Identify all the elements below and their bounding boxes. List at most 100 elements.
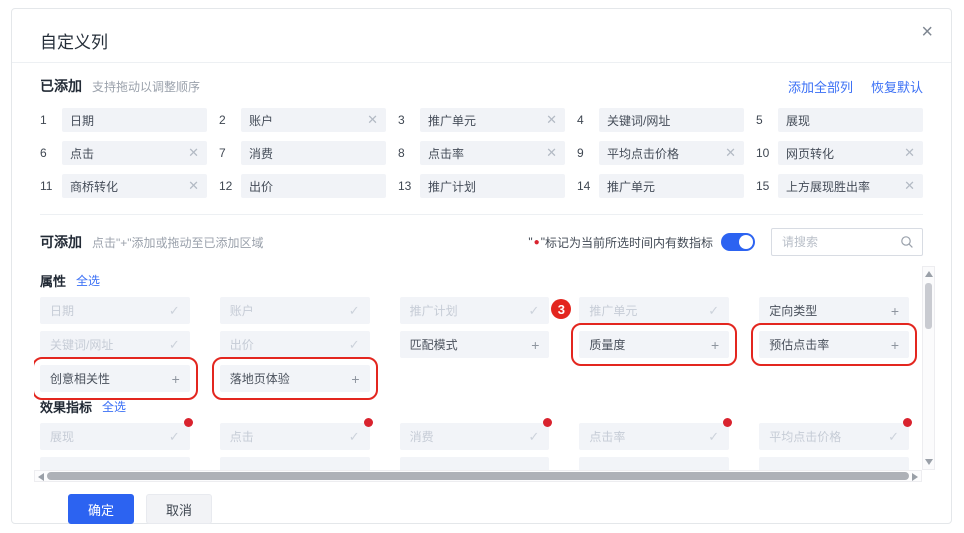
remove-icon[interactable]: ✕ <box>188 145 199 160</box>
close-icon[interactable]: × <box>921 21 933 43</box>
added-item-chip[interactable]: 消费 <box>241 141 386 165</box>
added-item-index: 8 <box>398 146 405 160</box>
check-icon: ✓ <box>708 302 720 318</box>
data-available-dot <box>183 418 193 427</box>
horizontal-scroll-thumb[interactable] <box>47 472 909 480</box>
added-item-chip[interactable]: 商桥转化✕ <box>62 174 207 198</box>
horizontal-scrollbar[interactable] <box>34 470 922 482</box>
remove-icon[interactable]: ✕ <box>546 112 557 127</box>
added-item-chip[interactable]: 推广单元 <box>599 174 744 198</box>
scroll-down-icon[interactable] <box>925 459 933 465</box>
metric-item-label: 落地页体验 <box>229 372 290 386</box>
added-item-chip[interactable]: 网页转化✕ <box>778 141 923 165</box>
metric-item[interactable]: 质量度 + <box>571 323 738 366</box>
remove-icon[interactable]: ✕ <box>904 178 915 193</box>
metric-item-label: 定向类型 <box>769 304 818 318</box>
metric-item-label: 推广单元 <box>589 304 638 318</box>
plus-icon[interactable]: + <box>351 370 360 387</box>
metric-item[interactable]: 定向类型 + <box>759 297 909 324</box>
annotation-number-badge: 3 <box>551 299 572 319</box>
restore-default-link[interactable]: 恢复默认 <box>870 79 923 95</box>
available-section-hint: 点击"+"添加或拖动至已添加区域 <box>92 235 264 250</box>
metric-item-label: 点击率 <box>589 430 626 444</box>
metric-item[interactable]: 匹配模式+ <box>399 331 550 358</box>
data-metric-toggle[interactable] <box>721 233 755 251</box>
vertical-scroll-thumb[interactable] <box>925 283 932 329</box>
plus-icon[interactable]: + <box>171 370 180 387</box>
added-item-index: 4 <box>577 113 584 127</box>
added-column-item[interactable]: 8 点击率✕ <box>398 141 565 165</box>
added-item-label: 推广单元 <box>428 113 477 128</box>
metric-item-clipped <box>40 457 190 470</box>
added-column-item[interactable]: 1 日期 <box>40 108 207 132</box>
scroll-up-icon[interactable] <box>925 271 933 277</box>
select-all-link[interactable]: 全选 <box>102 399 127 414</box>
confirm-button[interactable]: 确定 <box>68 494 135 524</box>
metric-item[interactable]: 预估点击率+ <box>751 323 917 366</box>
vertical-scrollbar[interactable] <box>922 266 935 470</box>
plus-icon[interactable]: + <box>531 336 540 353</box>
remove-icon[interactable]: ✕ <box>725 145 736 160</box>
metric-group-header: 效果指标全选 <box>40 396 909 416</box>
remove-icon[interactable]: ✕ <box>546 145 557 160</box>
metric-item-label: 质量度 <box>589 338 626 352</box>
scroll-left-icon[interactable] <box>38 473 44 481</box>
added-item-chip[interactable]: 点击率✕ <box>420 141 565 165</box>
red-dot-icon: ● <box>533 236 540 248</box>
added-item-index: 12 <box>219 179 233 193</box>
plus-icon[interactable]: + <box>890 336 899 353</box>
metric-item-label: 消费 <box>409 430 434 444</box>
added-item-label: 消费 <box>249 146 274 161</box>
metric-item: 点击✓ <box>219 418 373 450</box>
metric-item[interactable]: 创意相关性+ <box>34 357 198 400</box>
scroll-right-icon[interactable] <box>912 473 918 481</box>
added-item-index: 1 <box>40 113 47 127</box>
added-item-chip[interactable]: 平均点击价格✕ <box>599 141 744 165</box>
remove-icon[interactable]: ✕ <box>188 178 199 193</box>
plus-icon[interactable]: + <box>711 336 720 353</box>
added-column-item[interactable]: 4 关键词/网址 <box>577 108 744 132</box>
metric-row: 展现✓点击✓消费✓点击率✓平均点击价格✓ <box>40 418 912 450</box>
search-box[interactable] <box>771 228 923 256</box>
select-all-link[interactable]: 全选 <box>76 273 101 288</box>
added-item-chip[interactable]: 点击✕ <box>62 141 207 165</box>
section-divider <box>40 214 923 215</box>
metric-item[interactable]: 落地页体验 + <box>211 357 378 400</box>
added-item-chip[interactable]: 账户✕ <box>241 108 386 132</box>
added-item-chip[interactable]: 关键词/网址 <box>599 108 744 132</box>
added-item-chip[interactable]: 展现 <box>778 108 923 132</box>
added-item-chip[interactable]: 推广单元 ✕ <box>420 108 565 132</box>
added-item-chip[interactable]: 日期 <box>62 108 207 132</box>
search-input[interactable] <box>780 234 896 250</box>
remove-icon[interactable]: ✕ <box>367 112 378 127</box>
added-item-chip[interactable]: 出价 <box>241 174 386 198</box>
added-column-item[interactable]: 12 出价 <box>219 174 386 198</box>
plus-icon[interactable]: + <box>890 302 899 319</box>
added-item-chip[interactable]: 推广计划 <box>420 174 565 198</box>
remove-icon[interactable]: ✕ <box>904 145 915 160</box>
cancel-button[interactable]: 取消 <box>146 494 213 524</box>
metric-item-label: 出价 <box>229 338 254 352</box>
check-icon: ✓ <box>708 428 720 444</box>
dialog-footer: 确定 取消 <box>40 482 923 524</box>
data-available-dot <box>363 418 373 427</box>
metric-item: 日期✓ <box>40 297 190 324</box>
add-all-columns-link[interactable]: 添加全部列 <box>787 79 853 95</box>
added-section-title: 已添加 <box>40 78 82 94</box>
metric-item-label: 推广计划 <box>409 304 458 318</box>
added-item-chip[interactable]: 上方展现胜出率✕ <box>778 174 923 198</box>
metric-item-label: 账户 <box>229 304 254 318</box>
